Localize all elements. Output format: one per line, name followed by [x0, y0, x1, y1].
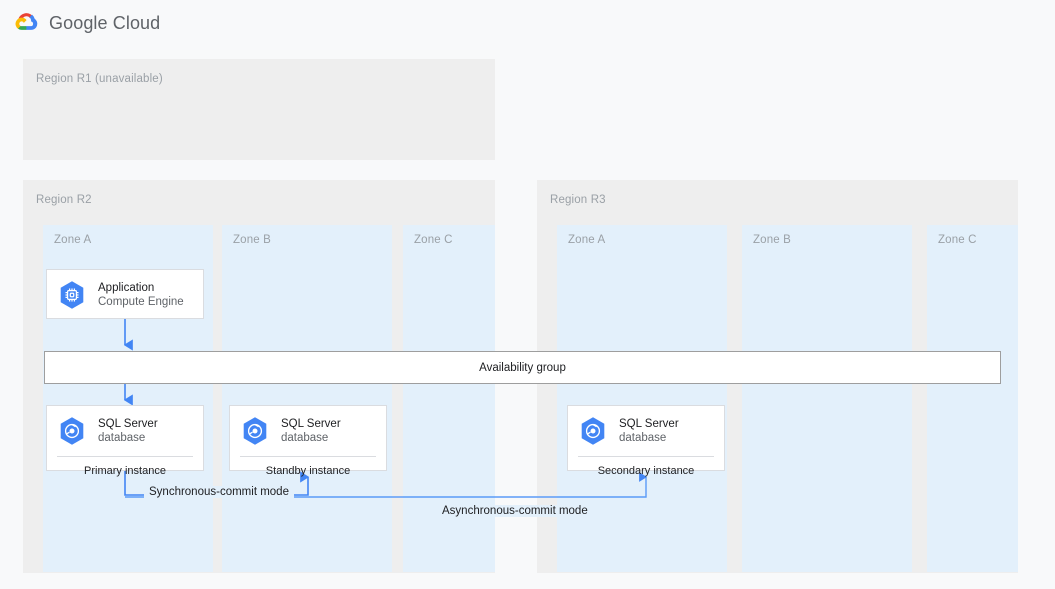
region-r1-label: Region R1 (unavailable) [36, 73, 163, 85]
card-primary-text: SQL Server database [98, 417, 158, 445]
connector-async-label: Asynchronous-commit mode [437, 505, 593, 517]
google-cloud-logo-icon [14, 10, 40, 36]
card-application[interactable]: Application Compute Engine [46, 269, 204, 319]
page-title: Google Cloud [49, 12, 161, 33]
region-r1: Region R1 (unavailable) [23, 59, 495, 160]
card-primary-subtitle: database [98, 432, 146, 444]
zone-r3-c: Zone C [927, 225, 1018, 572]
region-r3-label: Region R3 [550, 194, 606, 206]
cloud-sql-icon [577, 415, 609, 447]
card-secondary-instance[interactable]: SQL Server database Secondary instance [567, 405, 725, 477]
card-secondary-row: SQL Server database [568, 406, 724, 456]
cloud-sql-icon [239, 415, 271, 447]
card-application-subtitle: Compute Engine [98, 296, 184, 308]
zone-r3-c-label: Zone C [938, 234, 977, 246]
card-standby-subtitle: database [281, 432, 329, 444]
cloud-sql-icon [56, 415, 88, 447]
card-standby-title: SQL Server [281, 418, 341, 430]
card-secondary-divider [578, 456, 714, 457]
page-header: Google Cloud [0, 0, 1055, 46]
connector-sync-label: Synchronous-commit mode [144, 486, 294, 498]
card-application-title: Application [98, 282, 155, 294]
availability-group-bar: Availability group [44, 351, 1001, 384]
card-primary-instance[interactable]: SQL Server database Primary instance [46, 405, 204, 477]
card-secondary-text: SQL Server database [619, 417, 679, 445]
card-secondary-subtitle: database [619, 432, 667, 444]
card-application-text: Application Compute Engine [98, 281, 184, 309]
compute-engine-icon [56, 279, 88, 311]
zone-r3-b: Zone B [742, 225, 912, 572]
card-application-row: Application Compute Engine [47, 270, 203, 320]
zone-r2-c-label: Zone C [414, 234, 453, 246]
card-secondary-footer: Secondary instance [597, 465, 695, 477]
zone-r3-a: Zone A [557, 225, 727, 572]
availability-group-label: Availability group [479, 361, 566, 374]
card-standby-instance[interactable]: SQL Server database Standby instance [229, 405, 387, 477]
card-primary-row: SQL Server database [47, 406, 203, 456]
zone-r2-b: Zone B [222, 225, 392, 572]
card-primary-title: SQL Server [98, 418, 158, 430]
card-primary-divider [57, 456, 193, 457]
card-standby-divider [240, 456, 376, 457]
card-standby-row: SQL Server database [230, 406, 386, 456]
card-secondary-title: SQL Server [619, 418, 679, 430]
zone-r3-a-label: Zone A [568, 234, 606, 246]
zone-r2-b-label: Zone B [233, 234, 271, 246]
region-r2-label: Region R2 [36, 194, 92, 206]
card-primary-footer: Primary instance [84, 465, 166, 477]
card-standby-text: SQL Server database [281, 417, 341, 445]
zone-r2-c: Zone C [403, 225, 495, 572]
card-standby-footer: Standby instance [265, 465, 351, 477]
zone-r3-b-label: Zone B [753, 234, 791, 246]
zone-r2-a-label: Zone A [54, 234, 92, 246]
